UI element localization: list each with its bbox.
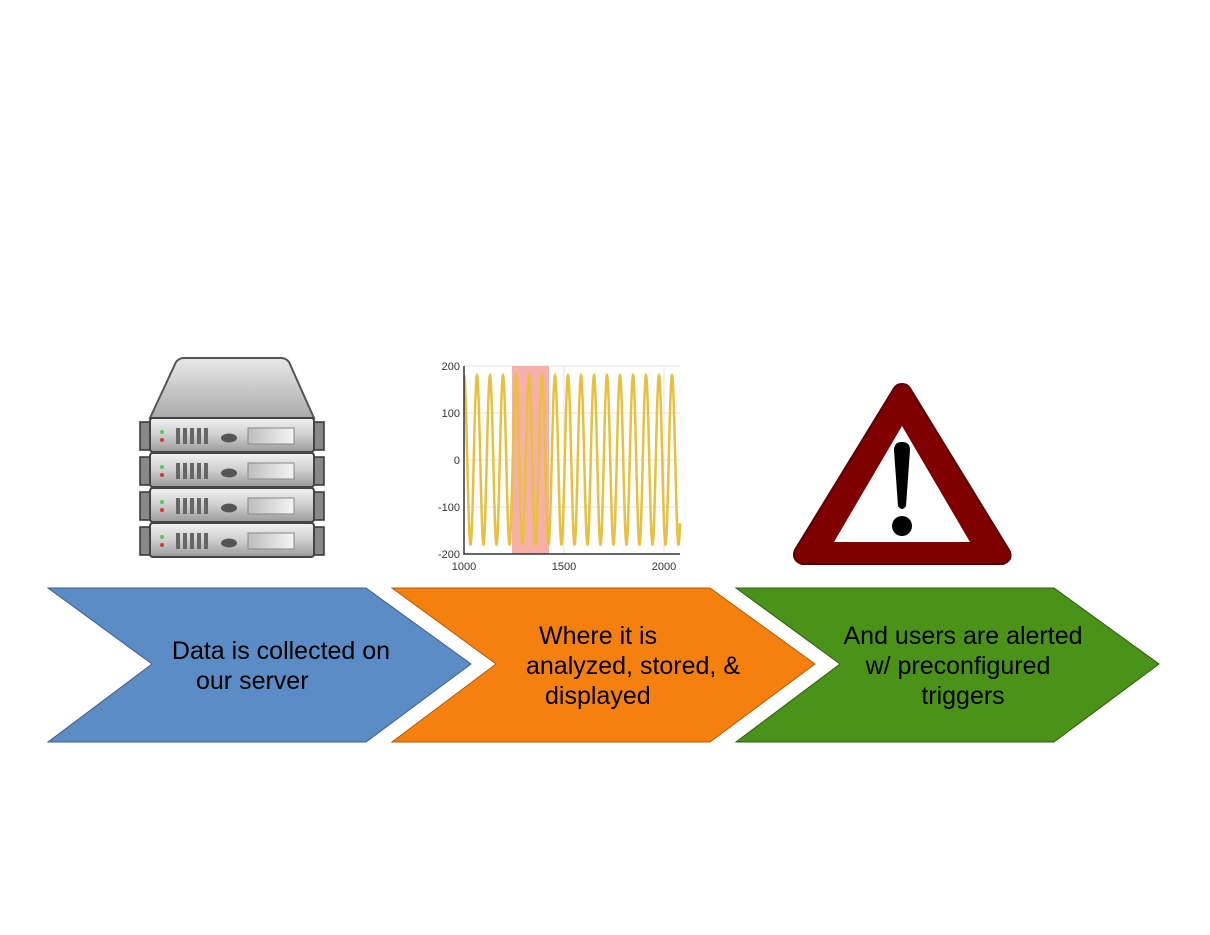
step-3-line-1: And users are alerted: [843, 622, 1083, 650]
step-2-line-1: Where it is: [539, 622, 658, 650]
step-3-text: And users are alerted w/ preconfigured t…: [822, 621, 1104, 711]
chart-y-tick-label: -200: [438, 549, 460, 561]
warning-triangle-icon: [790, 380, 1015, 572]
chart-x-tick-label: 2000: [652, 561, 676, 573]
step-2-text: Where it is analyzed, stored, & displaye…: [503, 621, 763, 711]
step-2-line-2: analyzed, stored, &: [525, 652, 740, 680]
chart-y-tick-label: 200: [442, 361, 460, 373]
server-rack-icon: [136, 356, 328, 568]
step-3-line-2: w/ preconfigured: [865, 652, 1051, 680]
step-1-text: Data is collected on our server: [150, 636, 412, 696]
chart-series-line: [462, 372, 682, 546]
step-3-arrow: [734, 587, 1160, 743]
chart-y-tick-label: 100: [442, 408, 460, 420]
chart-x-tick-label: 1500: [552, 561, 576, 573]
chart-x-tick-label: 1000: [452, 561, 476, 573]
step-1-arrow: [46, 587, 472, 743]
step-1-line-2: our server: [196, 667, 309, 695]
step-1-line-1: Data is collected on: [171, 637, 391, 665]
chart-axes: [463, 366, 680, 555]
step-2-line-3: displayed: [545, 682, 651, 710]
chart-y-tick-label: 0: [454, 455, 460, 467]
step-3-line-3: triggers: [921, 682, 1005, 710]
chart-y-tick-label: -100: [438, 502, 460, 514]
step-2-arrow: [390, 587, 816, 743]
